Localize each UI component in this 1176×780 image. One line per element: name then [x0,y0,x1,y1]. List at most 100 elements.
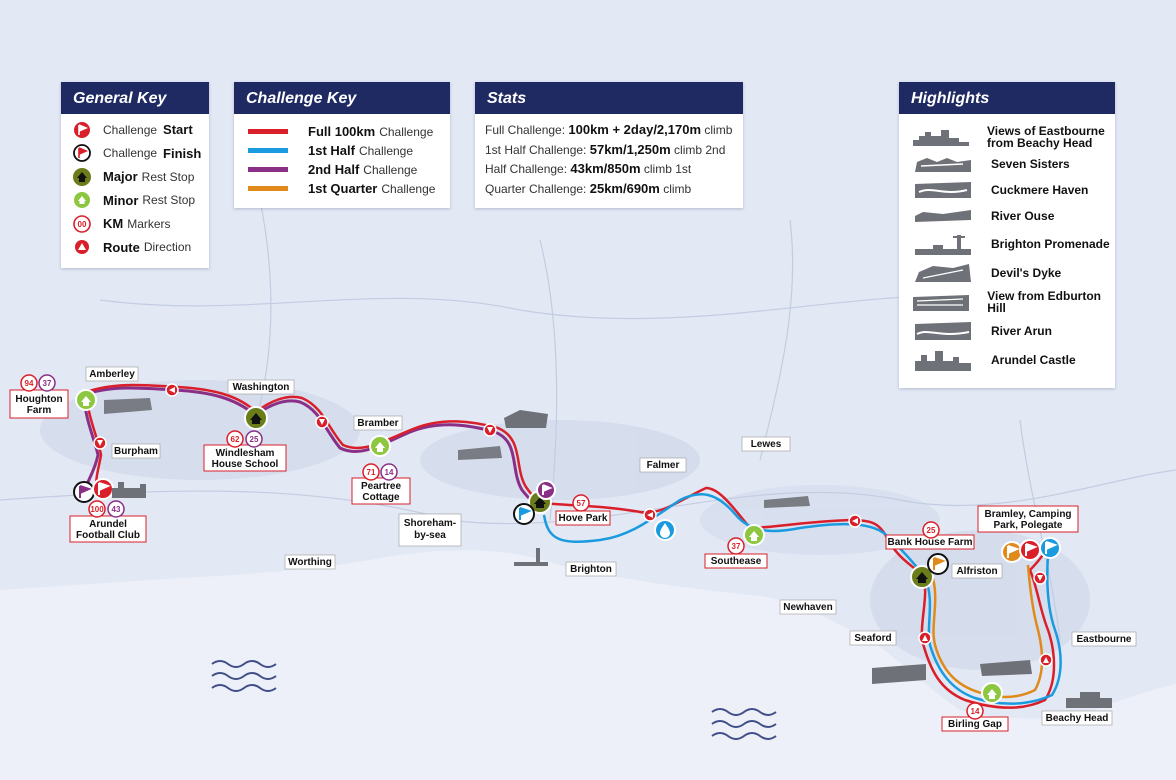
label-brighton: Brighton [570,564,612,575]
sea [0,550,1176,780]
stats-row-quarter: Quarter Challenge: 25km/690m climb [485,180,692,196]
minor-rest-stop-icon [71,190,93,210]
label-beachy-head: Beachy Head [1046,713,1109,724]
km-100: 100 [90,505,104,514]
brighton-pier-map-icon [514,548,548,566]
cuckmere-map-icon [872,664,926,684]
flag-markers [73,478,1061,575]
km-37-southease: 37 [732,542,741,551]
route-direction-icon [71,237,93,257]
second-half-swatch [248,167,288,172]
eastbourne-map-icon [1066,692,1112,708]
label-southease: Southease [711,556,762,567]
label-shoreham: Shoreham-by-sea [404,518,456,541]
label-eastbourne: Eastbourne [1076,634,1131,645]
major-rest-stop-icon [71,167,93,187]
label-washington: Washington [233,382,290,393]
highlight-brighton: Brighton Promenade [899,229,1115,259]
label-amberley: Amberley [89,369,135,380]
stats-panel: Stats Full Challenge: 100km + 2day/2,170… [475,82,743,208]
stats-row-first-half: 1st Half Challenge: 57km/1,250m climb 2n… [485,141,726,157]
label-seaford: Seaford [854,633,891,644]
km-62: 62 [231,435,240,444]
river-arun-map-icon [104,398,152,414]
label-falmer: Falmer [647,460,680,471]
eastbourne-skyline-icon [911,126,971,148]
devils-dyke-icon [911,262,975,284]
label-alfriston: Alfriston [956,566,997,577]
label-lewes: Lewes [751,439,782,450]
first-half-swatch [248,148,288,153]
km-marker-icon: 00 [71,214,93,234]
svg-text:00: 00 [78,220,87,229]
first-quarter-swatch [248,186,288,191]
arundel-castle-icon [911,347,975,373]
highlight-arundel-castle: Arundel Castle [899,345,1115,375]
highlight-seven-sisters: Seven Sisters [899,151,1115,177]
label-burpham: Burpham [114,446,158,457]
river-arun-icon [911,320,975,342]
sea-waves [211,660,777,740]
brighton-promenade-icon [911,231,975,257]
km-14-peartree: 14 [385,468,394,477]
map-highlight-silhouettes [104,398,1112,708]
stats-row-full: Full Challenge: 100km + 2day/2,170m clim… [485,122,733,137]
km-25-windlesham: 25 [250,435,259,444]
km-43: 43 [112,505,121,514]
route-full [85,383,1056,709]
label-newhaven: Newhaven [783,602,832,613]
label-birling-gap: Birling Gap [948,719,1002,730]
highlight-devils-dyke: Devil's Dyke [899,259,1115,287]
cuckmere-haven-icon [911,180,975,200]
river-ouse-map-icon [764,496,810,508]
edburton-map-icon [458,446,502,460]
km-71: 71 [367,468,376,477]
label-hove-park: Hove Park [559,513,608,524]
river-ouse-icon [911,206,975,226]
challenge-key-title: Challenge Key [234,82,450,114]
highlight-edburton: View from Edburton Hill [899,287,1115,317]
highlights-title: Highlights [899,82,1115,114]
arundel-castle-map-icon [112,482,146,498]
km-25-bank-house: 25 [927,526,936,535]
seven-sisters-icon [911,154,975,174]
edburton-hill-icon [911,291,971,313]
devils-dyke-map-icon [504,410,548,428]
highlight-cuckmere: Cuckmere Haven [899,177,1115,203]
general-key-title: General Key [61,82,209,114]
finish-flag-icon [71,143,93,163]
stats-title: Stats [475,82,743,114]
km-markers: 94 37 100 43 62 25 71 14 57 37 25 14 [20,374,984,720]
km-57: 57 [577,499,586,508]
full-route-swatch [248,129,288,134]
minor-rest-stops [75,389,1003,704]
label-bank-house-farm: Bank House Farm [887,537,972,548]
start-flag-icon [71,120,93,140]
km-14-birling: 14 [971,707,980,716]
km-94: 94 [25,379,34,388]
direction-arrowheads [97,387,1049,663]
label-bramber: Bramber [357,418,398,429]
route-second-half [83,386,541,505]
label-worthing: Worthing [288,557,332,568]
seven-sisters-map-icon [980,660,1032,676]
stats-row-second-half: Half Challenge: 43km/850m climb 1st [485,161,692,176]
